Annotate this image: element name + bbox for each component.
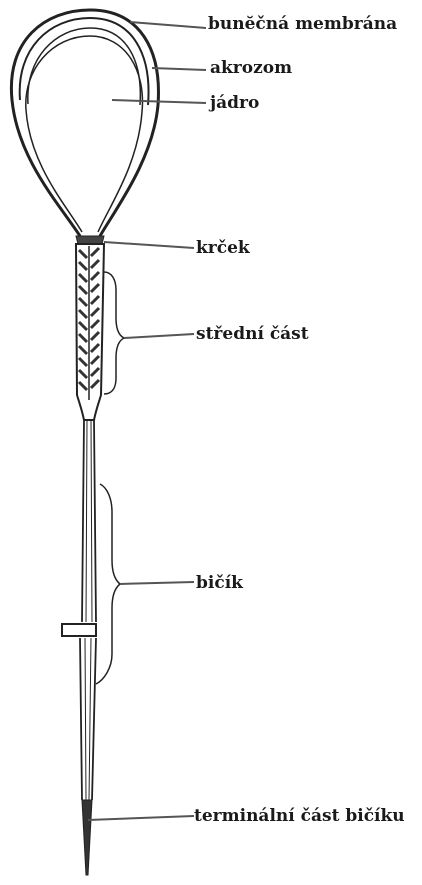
middle-piece-label: střední část <box>196 324 309 344</box>
flagellum-upper-outline <box>82 420 96 622</box>
middle-piece-helix-left <box>79 250 87 390</box>
terminal-piece-outline <box>82 800 92 875</box>
cell-membrane-leader <box>130 22 206 28</box>
flagellum-lower-inner <box>85 638 91 800</box>
acrosome-leader <box>152 68 206 70</box>
nucleus-outline <box>26 36 143 232</box>
sperm-middle-piece <box>76 244 104 420</box>
middle-piece-leader <box>124 334 194 338</box>
flagellum-lower-outline <box>80 638 96 800</box>
terminal-piece-label: terminální část bičíku <box>194 806 405 826</box>
acrosome-label: akrozom <box>210 58 292 78</box>
neck-leader <box>104 242 194 248</box>
sperm-neck <box>76 236 104 244</box>
flagellum-brace <box>96 484 120 684</box>
acrosome-inner-outline <box>28 28 141 105</box>
middle-piece-helix-right <box>91 248 99 388</box>
sperm-terminal-piece <box>82 800 92 875</box>
sperm-head <box>11 10 158 236</box>
neck-label: krček <box>196 238 251 258</box>
flagellum-break-mark <box>62 624 96 636</box>
flagellum-upper-inner <box>86 420 92 622</box>
middle-piece-brace <box>104 272 124 394</box>
sperm-flagellum <box>62 420 96 800</box>
flagellum-leader <box>120 582 194 584</box>
cell-membrane-label: bunĕčná membrána <box>208 14 397 34</box>
neck-shape <box>76 236 104 244</box>
nucleus-label: jádro <box>208 93 259 113</box>
middle-piece-outline <box>76 244 104 420</box>
terminal-piece-leader <box>88 816 194 820</box>
flagellum-label: bičík <box>196 573 244 593</box>
